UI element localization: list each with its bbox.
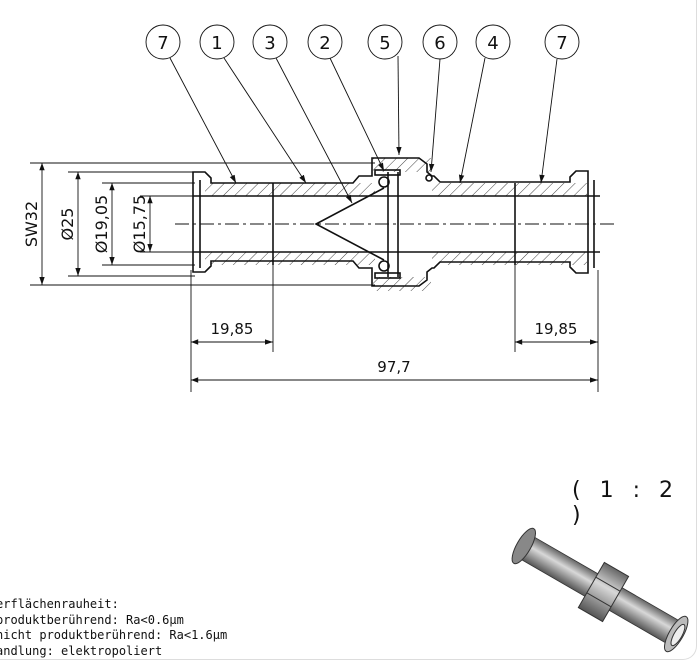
part-section-view [175, 157, 615, 291]
dim-d25: Ø25 [58, 208, 77, 241]
dimensions: SW32 Ø25 Ø19,05 Ø15,75 19,85 19,85 97,7 [22, 162, 599, 392]
balloon-label: 3 [264, 33, 275, 54]
balloon-2: 2 [307, 24, 343, 60]
dim-total-length: 97,7 [377, 358, 410, 376]
balloon-label: 1 [211, 33, 222, 54]
balloon-label: 2 [319, 33, 330, 54]
note-line: erflächenrauheit: [0, 597, 119, 611]
balloon-7-right: 7 [544, 24, 580, 60]
balloon-group: 7 1 3 2 5 6 4 7 [145, 24, 580, 60]
note-line: produktberührend: Ra<0.6μm [0, 612, 184, 627]
balloon-3: 3 [252, 24, 288, 60]
balloon-5: 5 [367, 24, 403, 60]
dim-left-length: 19,85 [211, 320, 254, 338]
dim-right-length: 19,85 [535, 320, 578, 338]
balloon-label: 4 [487, 33, 498, 54]
balloon-4: 4 [475, 24, 511, 60]
scale-label: ( 1 : 2 ) [572, 478, 679, 528]
note-line: andlung: elektropoliert [0, 643, 163, 658]
note-line: nicht produktberührend: Ra<1.6μm [0, 628, 228, 642]
balloon-label: 5 [379, 33, 390, 54]
balloon-label: 7 [157, 33, 168, 54]
dim-sw32: SW32 [22, 201, 41, 247]
balloon-7-left: 7 [145, 24, 181, 60]
balloon-6: 6 [422, 24, 458, 60]
leader-lines [169, 55, 558, 204]
dim-d1575: Ø15,75 [130, 195, 149, 253]
isometric-3d-view [511, 527, 689, 653]
balloon-1: 1 [199, 24, 235, 60]
dim-d1905: Ø19,05 [92, 195, 111, 253]
surface-notes: erflächenrauheit:produktberührend: Ra<0.… [0, 597, 227, 659]
balloon-label: 7 [556, 33, 567, 54]
balloon-label: 6 [434, 33, 445, 54]
